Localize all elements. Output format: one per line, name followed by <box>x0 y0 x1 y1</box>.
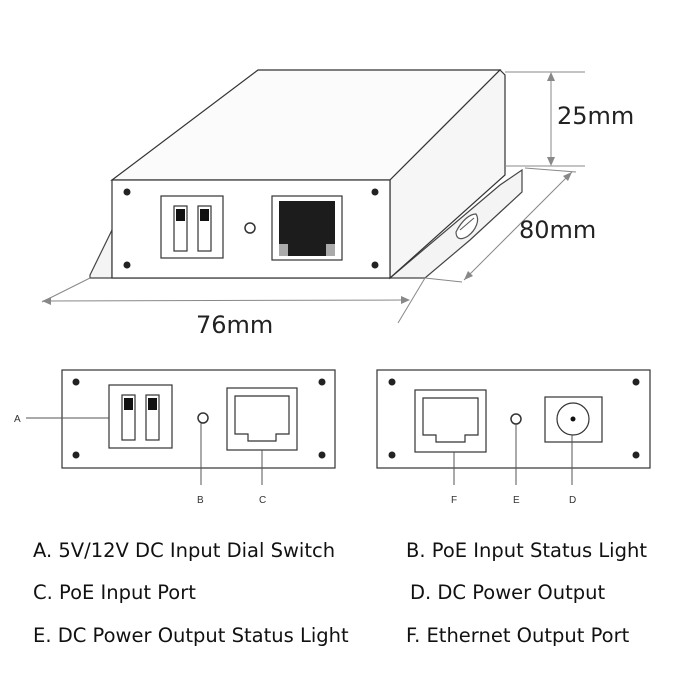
screw-icon <box>371 188 379 196</box>
callout-d: D <box>569 495 576 506</box>
dip-switch-knob <box>124 398 133 410</box>
ethernet-output-port <box>422 397 479 443</box>
height-dimension-label: 25mm <box>557 102 634 130</box>
screw-icon <box>72 451 80 459</box>
poe-input-port <box>234 395 290 442</box>
callout-f: F <box>451 495 457 506</box>
screw-icon <box>632 378 640 386</box>
screw-icon <box>371 261 379 269</box>
depth-dimension-label: 80mm <box>519 216 596 244</box>
screw-icon <box>72 378 80 386</box>
device-3d-view <box>89 69 523 280</box>
callout-e: E <box>513 495 520 506</box>
dimension-lines <box>41 71 585 324</box>
screw-icon <box>632 451 640 459</box>
screw-icon <box>318 451 326 459</box>
legend-item-b: B. PoE Input Status Light <box>406 539 647 562</box>
dip-switch-knob <box>148 398 157 410</box>
legend-item-e: E. DC Power Output Status Light <box>33 624 349 647</box>
dc-output-status-light-icon <box>510 413 522 425</box>
poe-status-light-icon <box>197 412 209 424</box>
legend-item-a: A. 5V/12V DC Input Dial Switch <box>33 539 335 562</box>
legend-item-f: F. Ethernet Output Port <box>406 624 630 647</box>
legend-item-d: D. DC Power Output <box>410 581 605 604</box>
rj45-port <box>279 201 335 256</box>
screw-icon <box>123 188 131 196</box>
screw-icon <box>388 451 396 459</box>
legend-item-c: C. PoE Input Port <box>33 581 196 604</box>
callout-b: B <box>197 495 204 506</box>
dip-switch-housing <box>160 195 224 259</box>
dip-switch-housing <box>108 384 173 449</box>
width-dimension-label: 76mm <box>196 311 273 339</box>
callout-c: C <box>259 495 266 506</box>
dip-switch-knob <box>176 209 185 221</box>
dip-switch-knob <box>200 209 209 221</box>
status-light-icon <box>244 222 256 234</box>
rear-panel-view <box>376 369 651 485</box>
legend: A. 5V/12V DC Input Dial Switch B. PoE In… <box>33 539 647 647</box>
screw-icon <box>123 261 131 269</box>
screw-icon <box>388 378 396 386</box>
front-panel-view <box>26 369 336 485</box>
screw-icon <box>318 378 326 386</box>
callout-a: A <box>14 414 21 425</box>
